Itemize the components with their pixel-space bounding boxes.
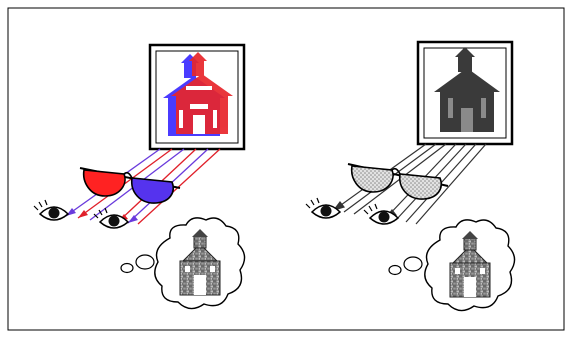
schoolhouse-dark-icon [418,42,512,144]
schoolhouse-anaglyph-icon [150,45,244,149]
